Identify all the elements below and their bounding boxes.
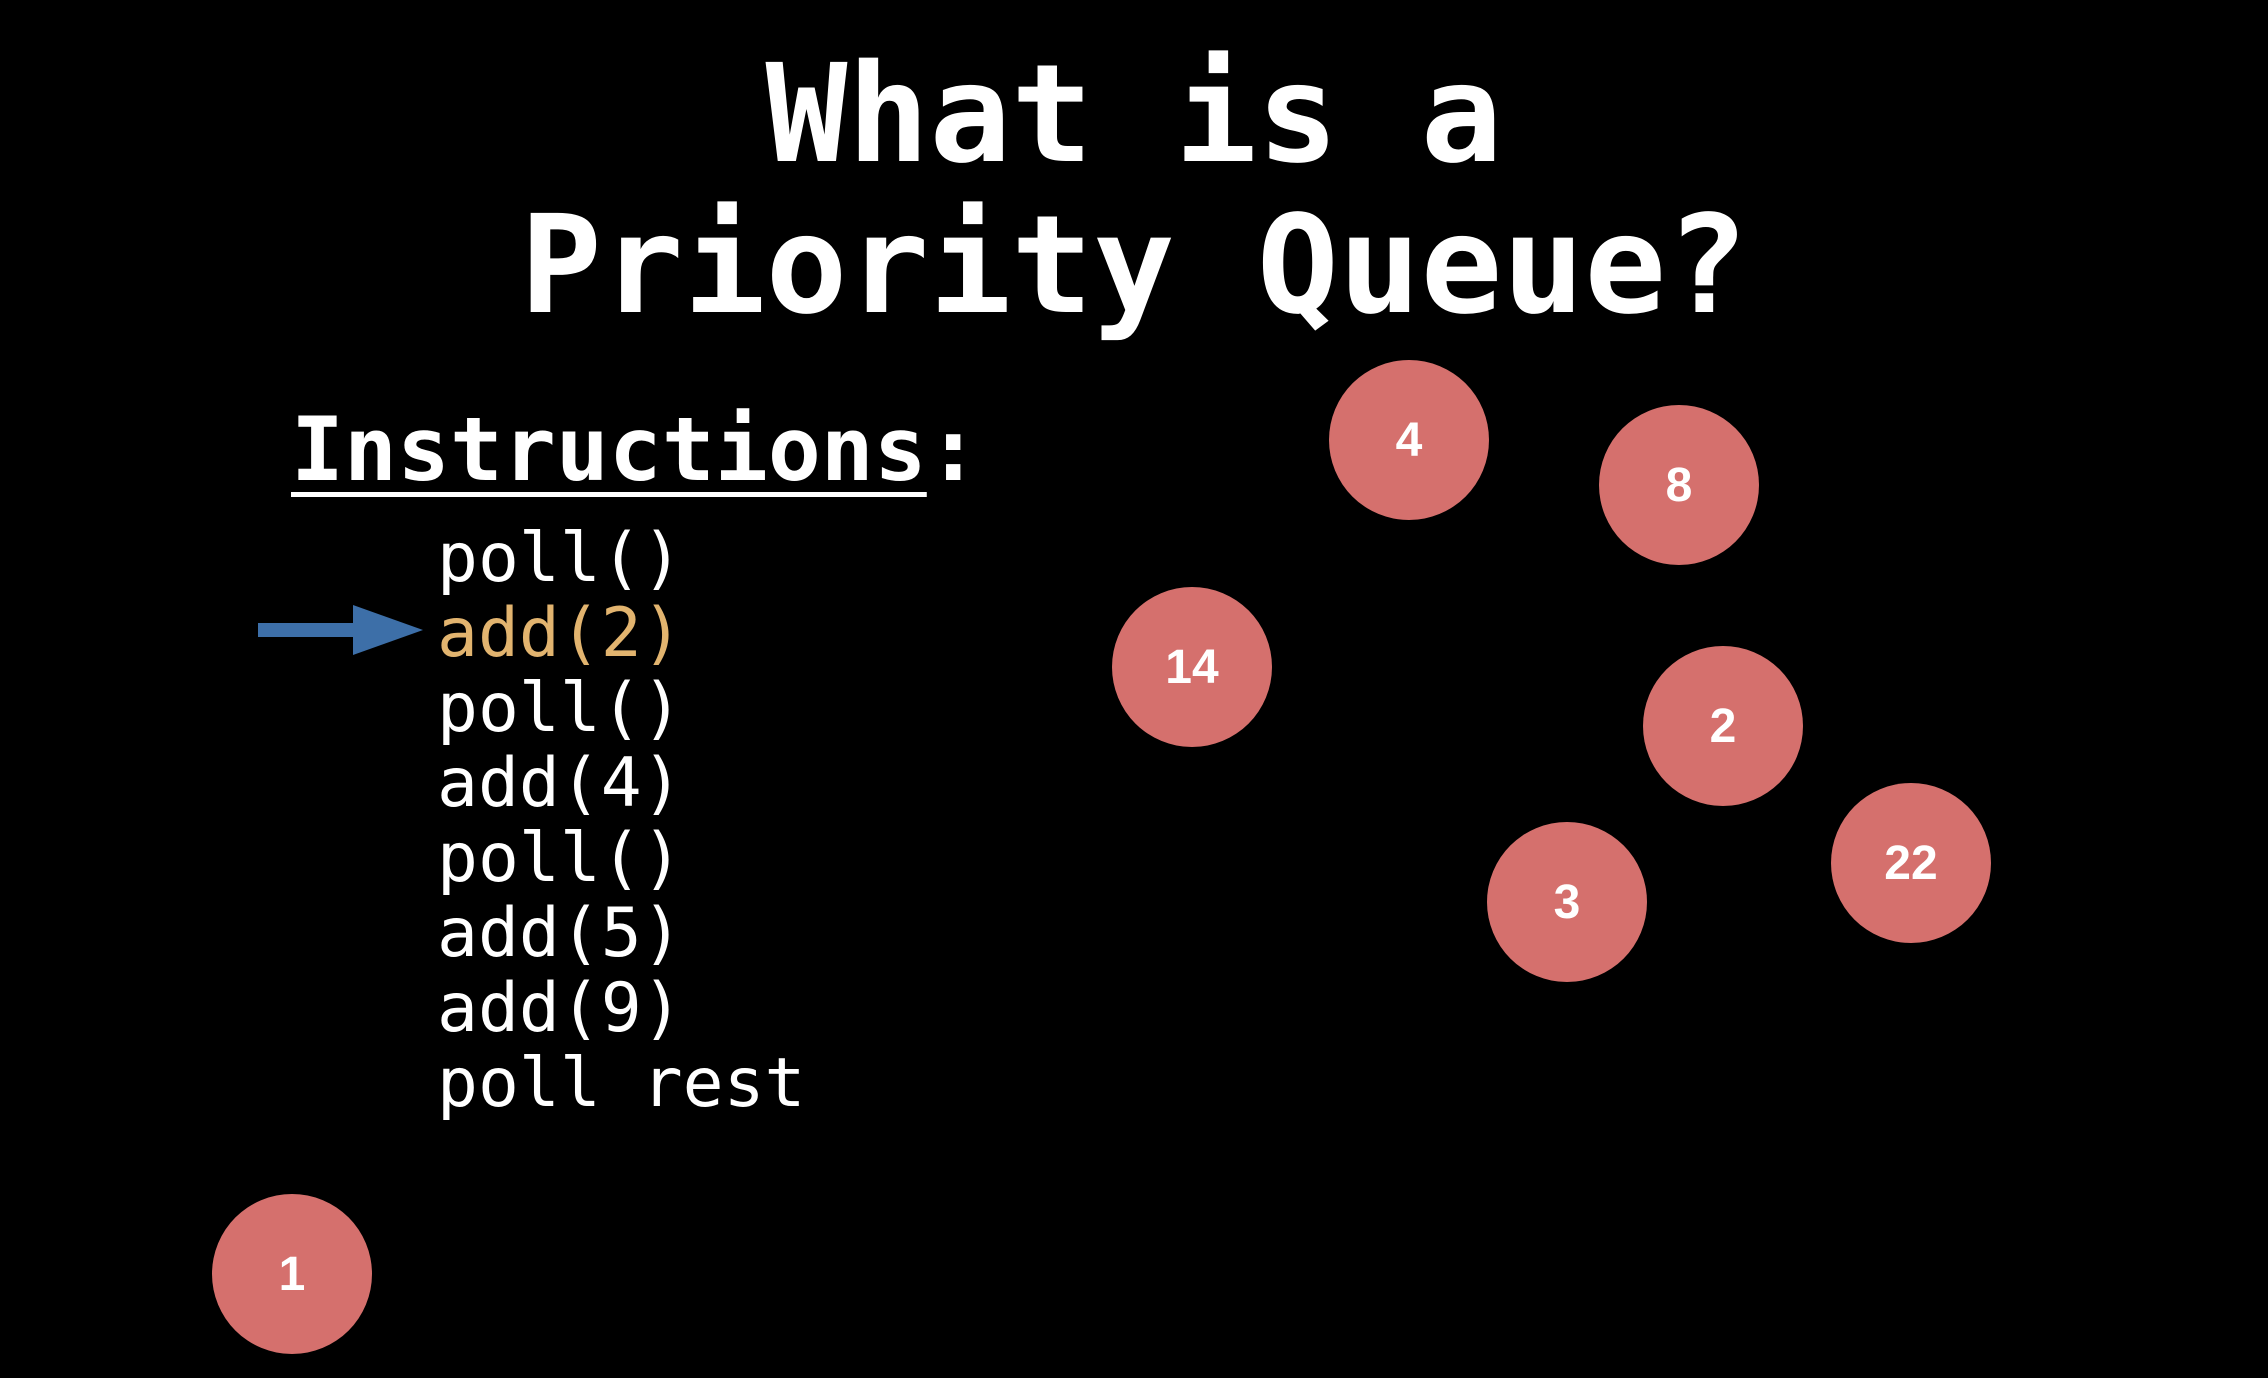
instruction-item: add(9)	[437, 969, 683, 1048]
title-line-2: Priority Queue?	[519, 187, 1749, 345]
queue-node-1: 1	[212, 1194, 372, 1354]
instructions-heading-colon: :	[926, 398, 980, 501]
queue-node-3: 3	[1487, 822, 1647, 982]
instruction-item: poll()	[437, 669, 683, 748]
instructions-heading-label: Instructions	[291, 398, 927, 501]
instruction-item-current: add(2)	[437, 594, 683, 673]
instruction-list: poll() add(2) poll() add(4) poll() add(5…	[437, 521, 805, 1121]
queue-node-22: 22	[1831, 783, 1991, 943]
title-line-1: What is a	[765, 36, 1503, 194]
instruction-item: poll()	[437, 519, 683, 598]
instruction-item: add(4)	[437, 744, 683, 823]
queue-node-14: 14	[1112, 587, 1272, 747]
instruction-item: add(5)	[437, 894, 683, 973]
queue-node-8: 8	[1599, 405, 1759, 565]
instructions-heading: Instructions:	[291, 395, 980, 505]
arrow-right-icon	[258, 605, 423, 655]
instruction-item: poll()	[437, 819, 683, 898]
instruction-item: poll rest	[437, 1044, 806, 1123]
queue-node-4: 4	[1329, 360, 1489, 520]
queue-node-2: 2	[1643, 646, 1803, 806]
